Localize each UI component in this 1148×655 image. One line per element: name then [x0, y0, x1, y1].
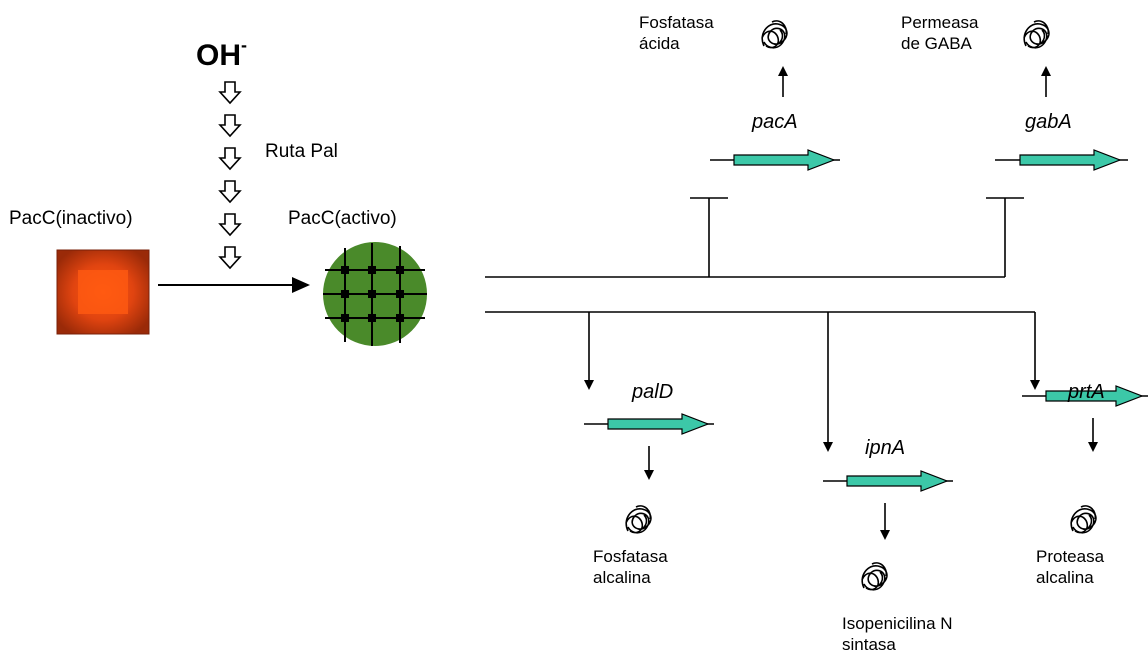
product-line: alcalina: [1036, 568, 1094, 587]
gene-palD-arrow: [584, 413, 714, 435]
product-line: de GABA: [901, 34, 972, 53]
repression-lines: [485, 197, 1024, 278]
product-permeasa-gaba: Permeasa de GABA: [901, 12, 978, 54]
product-line: Fosfatasa: [639, 13, 714, 32]
expression-arrows: [644, 66, 1098, 540]
pacc-inactive-label: PacC(inactivo): [9, 208, 133, 229]
hydroxide-base: OH: [196, 39, 241, 72]
product-line: Isopenicilina N: [842, 614, 953, 633]
product-fosfatasa-alcalina: Fosfatasa alcalina: [593, 546, 668, 588]
activation-lines: [485, 311, 1040, 452]
product-fosfatasa-acida: Fosfatasa ácida: [639, 12, 714, 54]
pathway-label: Ruta Pal: [265, 141, 338, 162]
protein-coil-icon: [1070, 505, 1097, 534]
pacc-active-label: PacC(activo): [288, 208, 397, 229]
protein-coil-icon: [761, 20, 788, 49]
protein-coil-icon: [1023, 20, 1050, 49]
protein-coil-icon: [861, 562, 888, 591]
product-line: Fosfatasa: [593, 547, 668, 566]
gene-pacA-label: pacA: [752, 111, 798, 133]
pacc-inactive-shape: [56, 249, 150, 335]
product-line: ácida: [639, 34, 680, 53]
hydroxide-label: OH-: [196, 34, 247, 71]
product-line: Permeasa: [901, 13, 979, 32]
gene-palD-label: palD: [632, 381, 674, 403]
protein-coil-icon: [625, 505, 652, 534]
product-line: sintasa: [842, 635, 896, 654]
gene-prtA-label: prtA: [1068, 381, 1105, 403]
pacc-active-shape: [323, 242, 427, 346]
gene-gabA-label: gabA: [1025, 111, 1072, 133]
gene-ipnA-arrow: [823, 470, 953, 492]
gene-gabA-arrow: [995, 149, 1128, 171]
hydroxide-charge: -: [241, 35, 247, 55]
product-isopenicilina: Isopenicilina N sintasa: [842, 613, 953, 655]
pal-pathway-arrows: [218, 81, 242, 270]
product-proteasa-alcalina: Proteasa alcalina: [1036, 546, 1104, 588]
gene-prtA-arrow: [1022, 385, 1148, 407]
gene-pacA-arrow: [710, 149, 840, 171]
gene-ipnA-label: ipnA: [865, 437, 906, 459]
product-line: Proteasa: [1036, 547, 1105, 566]
product-line: alcalina: [593, 568, 651, 587]
